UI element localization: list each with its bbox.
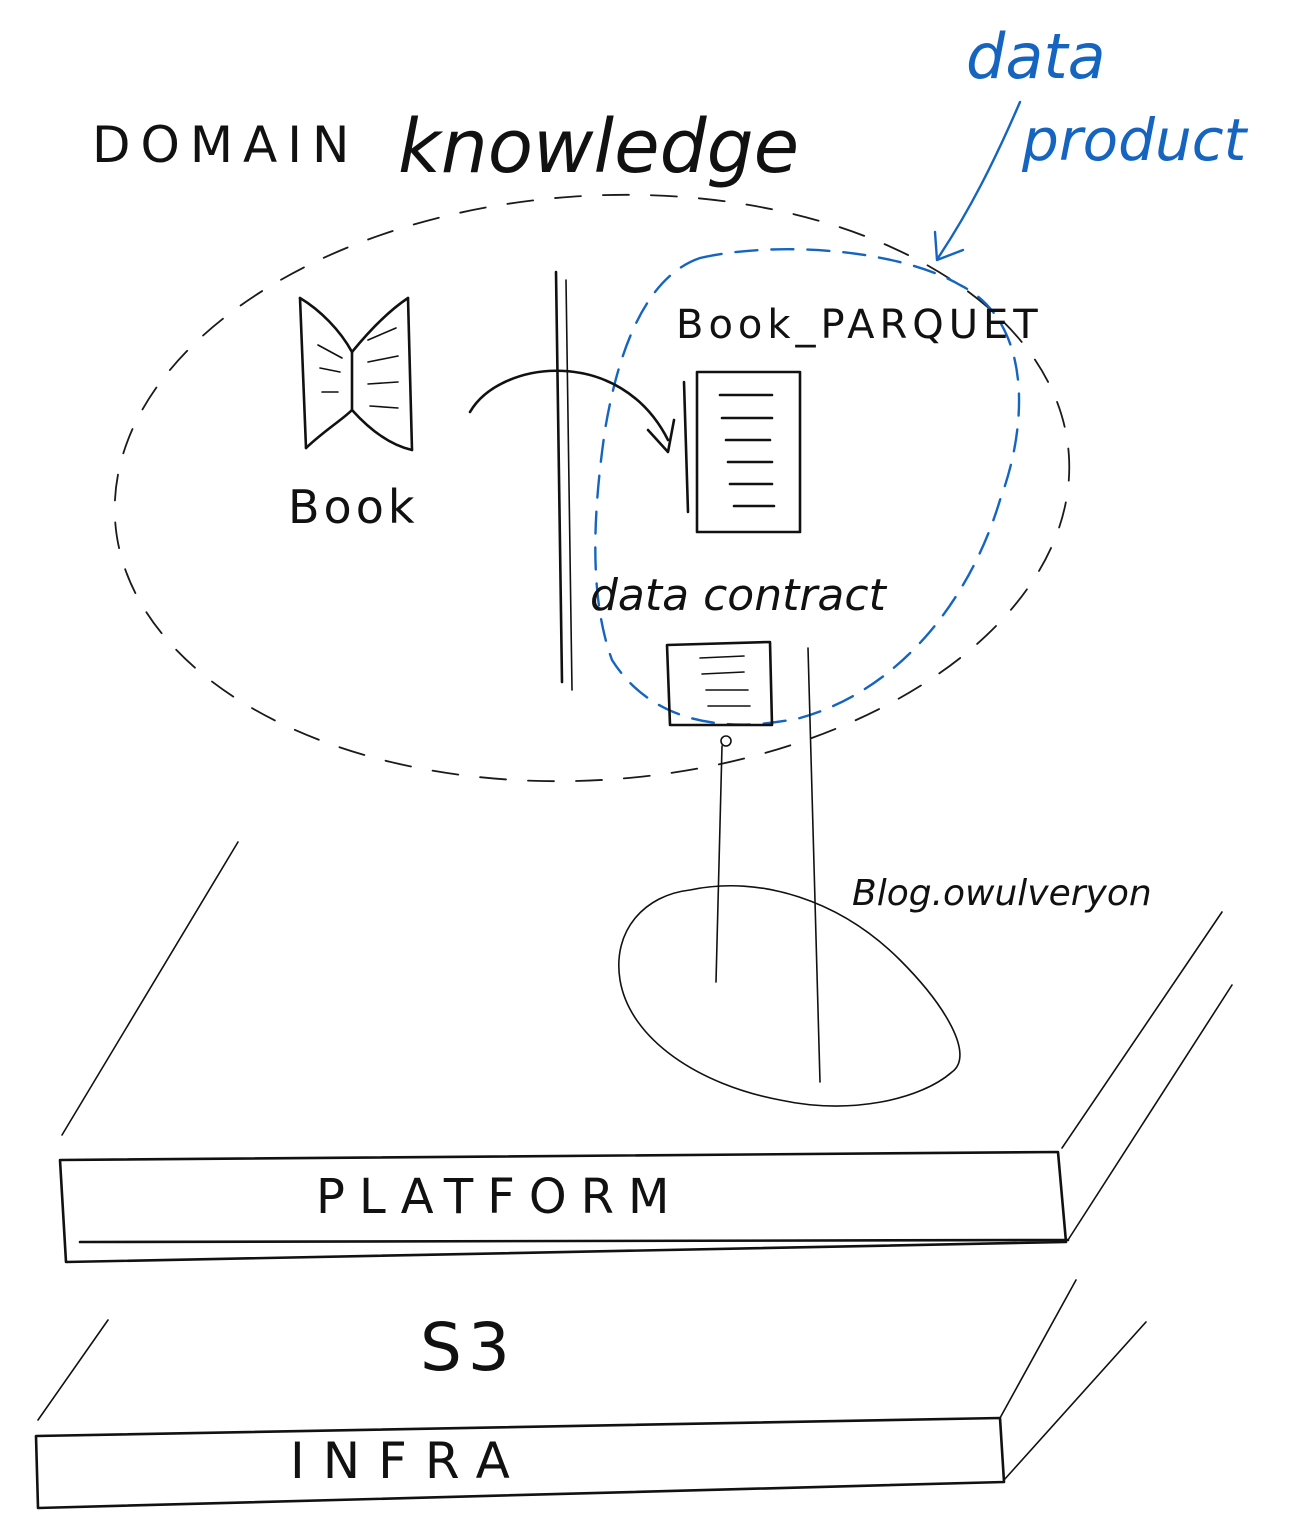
data-product-boundary [594, 248, 1021, 726]
product-pin-line [807, 647, 821, 1083]
domain-label: DOMAIN [92, 116, 359, 174]
infra-layer [34, 1279, 1147, 1510]
book-icon [298, 296, 414, 452]
book-parquet-label: Book_PARQUET [676, 302, 1043, 348]
blog-label: Blog.owulveryon [852, 873, 1152, 914]
book-label: Book [288, 480, 418, 534]
data-product-label-line2: product [1021, 106, 1249, 174]
platform-label: PLATFORM [316, 1169, 683, 1225]
infra-label: INFRA [290, 1432, 528, 1490]
domain-knowledge-boundary [113, 193, 1071, 783]
data-product-arrow [936, 100, 1022, 260]
s3-label: S3 [420, 1309, 516, 1386]
data-product-arrowhead [933, 230, 965, 262]
transform-arrow [468, 369, 670, 442]
domain-separator-line [554, 270, 564, 684]
transform-arrowhead [646, 418, 676, 454]
data-contract-label: data contract [590, 570, 888, 621]
parquet-document-icon [682, 370, 802, 534]
data-product-label-line1: data [966, 20, 1106, 93]
knowledge-label: knowledge [398, 104, 799, 190]
platform-layer [58, 841, 1233, 1264]
contract-document-icon [665, 640, 774, 727]
domain-separator-line-2 [565, 279, 573, 691]
blog-blob [618, 884, 961, 1107]
contract-pin-head [720, 735, 732, 747]
contract-pin-line [715, 745, 723, 983]
